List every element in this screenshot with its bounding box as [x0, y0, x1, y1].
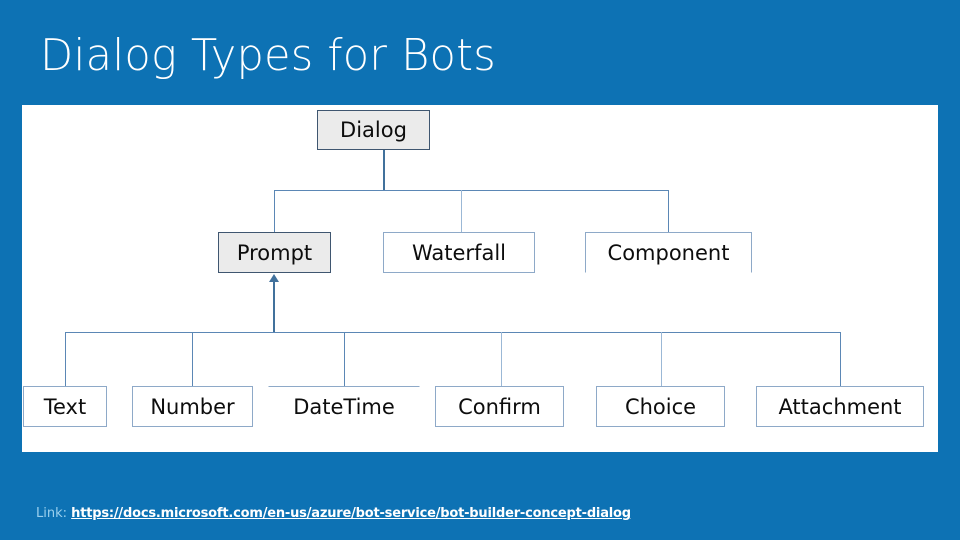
connector-bus-level3 [65, 332, 840, 333]
link-label: Link: [36, 506, 68, 521]
documentation-link[interactable]: https://docs.microsoft.com/en-us/azure/b… [71, 506, 631, 521]
connector-drop-text [65, 332, 66, 386]
node-prompt[interactable]: Prompt [218, 232, 331, 273]
node-component[interactable]: Component [585, 232, 752, 273]
connector-drop-number [192, 332, 193, 386]
connector-drop-component [668, 190, 669, 232]
node-choice[interactable]: Choice [596, 386, 725, 427]
connector-drop-prompt [274, 190, 275, 232]
node-confirm[interactable]: Confirm [435, 386, 564, 427]
footer-link-row: Link: https://docs.microsoft.com/en-us/a… [36, 505, 631, 523]
connector-drop-attachment [840, 332, 841, 386]
node-number[interactable]: Number [132, 386, 253, 427]
node-datetime[interactable]: DateTime [268, 386, 420, 427]
connector-dialog-stem [383, 148, 385, 191]
node-text[interactable]: Text [23, 386, 107, 427]
connector-bus-level2 [274, 190, 668, 191]
node-dialog[interactable]: Dialog [317, 110, 430, 150]
connector-drop-waterfall [461, 190, 462, 232]
diagram-panel: Dialog Prompt Waterfall Component Text N… [22, 105, 938, 452]
connector-drop-datetime [344, 332, 345, 386]
arrowhead-to-prompt [269, 274, 279, 282]
node-waterfall[interactable]: Waterfall [383, 232, 535, 273]
connector-prompt-stem [273, 282, 275, 332]
connector-drop-confirm [501, 332, 502, 386]
connector-drop-choice [661, 332, 662, 386]
page-title: Dialog Types for Bots [40, 30, 496, 81]
node-attachment[interactable]: Attachment [756, 386, 924, 427]
